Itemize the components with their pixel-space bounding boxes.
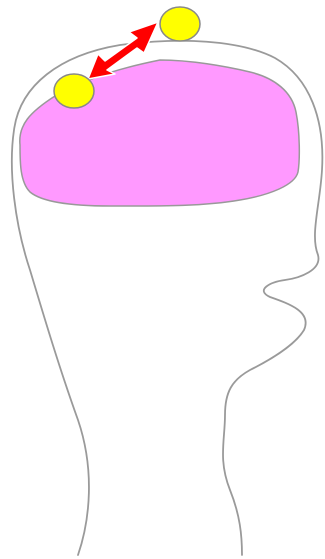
electrode-front <box>54 74 94 108</box>
electrode-back <box>160 7 200 41</box>
